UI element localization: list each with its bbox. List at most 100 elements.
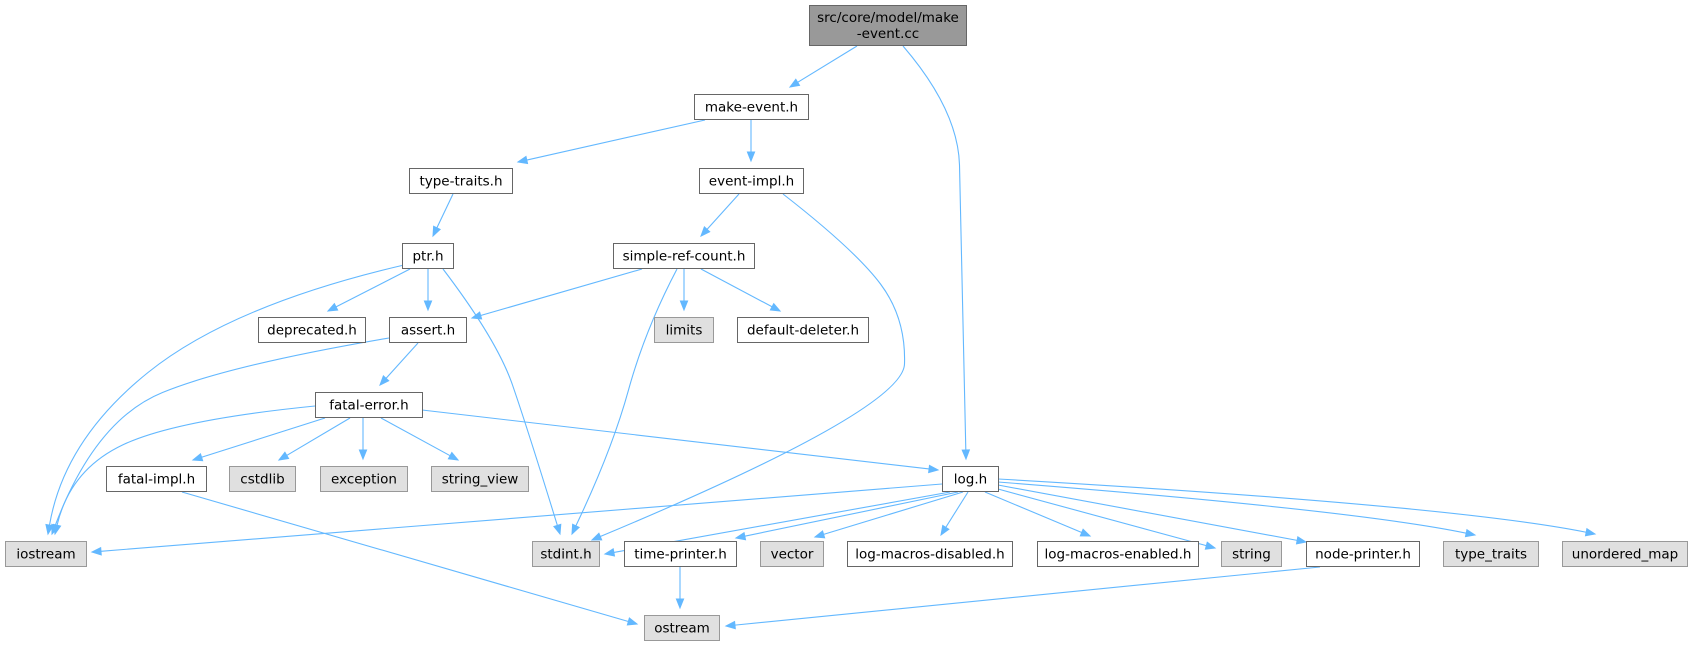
arrow-head (1295, 536, 1308, 545)
node-label: type-traits.h (419, 174, 502, 190)
arrow-head (1584, 527, 1597, 537)
arrow-head (432, 225, 442, 238)
arrow-head (679, 300, 689, 312)
edge-root-to-make_event_h (788, 45, 858, 88)
arrow-head (940, 524, 950, 537)
node-node-printer-h[interactable]: node-printer.h (1306, 541, 1420, 567)
edge-fatal_error_h-to-fatal_impl_h (191, 417, 326, 462)
edge-line (54, 337, 390, 526)
node-box (532, 541, 600, 567)
edge-line (997, 478, 1587, 533)
arrow-head (379, 375, 390, 386)
edge-fatal_error_h-to-cstdlib (277, 417, 351, 461)
edge-log_h-to-unordered_map (997, 478, 1597, 537)
node-limits: limits (654, 317, 714, 343)
node-time-printer-h[interactable]: time-printer.h (624, 541, 737, 567)
edge-line (48, 264, 405, 526)
arrow-head (734, 531, 747, 541)
edge-line (823, 491, 964, 535)
edge-assert_h-to-iostream (51, 337, 390, 536)
node-box (1562, 541, 1688, 567)
edge-simple_ref_count_h-to-limits (679, 269, 689, 312)
edge-simple_ref_count_h-to-assert_h (470, 268, 643, 320)
arrow-head (45, 523, 54, 536)
node-box (699, 168, 804, 194)
node-box (1221, 541, 1282, 567)
node-root: src/core/model/make-event.cc (809, 5, 967, 46)
edge-line (744, 491, 959, 537)
node-label: log.h (954, 472, 987, 488)
node-log-macros-enabled-h[interactable]: log-macros-enabled.h (1037, 541, 1199, 567)
node-assert-h[interactable]: assert.h (389, 317, 467, 343)
node-exception: exception (320, 466, 408, 492)
node-string-view: string_view (431, 466, 529, 492)
arrow-head (447, 451, 460, 461)
edge-log_h-to-time_printer_h (734, 491, 959, 541)
node-stdint-h: stdint.h (532, 541, 600, 567)
node-label: -event.cc (857, 26, 919, 42)
node-box (847, 541, 1013, 567)
node-box (654, 317, 714, 343)
node-box (431, 466, 529, 492)
edge-line (442, 268, 558, 526)
node-box (402, 243, 454, 269)
node-deprecated-h[interactable]: deprecated.h (258, 317, 366, 343)
arrow-head (590, 532, 603, 541)
node-label: ptr.h (412, 249, 443, 265)
node-fatal-error-h[interactable]: fatal-error.h (315, 392, 423, 418)
node-simple-ref-count-h[interactable]: simple-ref-count.h (613, 243, 755, 269)
node-box (1037, 541, 1199, 567)
node-log-h[interactable]: log.h (942, 466, 999, 492)
edge-make_event_h-to-type_traits_h (516, 119, 706, 165)
edge-line (945, 491, 969, 528)
edge-line (984, 491, 1082, 534)
edge-line (385, 342, 419, 379)
edge-line (734, 566, 1321, 626)
node-default-deleter-h[interactable]: default-deleter.h (737, 317, 869, 343)
edge-event_impl_h-to-simple_ref_count_h (700, 193, 740, 237)
edge-log_h-to-log_macros_disabled_h (940, 491, 969, 537)
node-label: log-macros-enabled.h (1045, 547, 1192, 563)
edge-line (335, 268, 411, 308)
node-type-traits-h[interactable]: type-traits.h (409, 168, 513, 194)
node-iostream: iostream (5, 541, 87, 567)
arrow-head (724, 620, 736, 630)
edge-line (997, 488, 1207, 547)
arrow-head (277, 451, 290, 461)
arrow-head (423, 300, 433, 312)
nodes-layer: src/core/model/make-event.cc make-event.h… (5, 5, 1688, 641)
edge-event_impl_h-to-stdint_h (590, 193, 906, 541)
edge-log_h-to-string (997, 488, 1217, 550)
arrow-head (1079, 528, 1092, 537)
arrow-head (358, 449, 368, 461)
arrow-head (626, 617, 639, 626)
node-label: src/core/model/make (817, 10, 959, 26)
node-label: type_traits (1455, 547, 1527, 563)
node-box (624, 541, 737, 567)
edge-line (201, 417, 326, 458)
node-label: string_view (442, 472, 519, 488)
node-box (644, 615, 720, 641)
node-label: iostream (16, 547, 75, 563)
node-make-event-h[interactable]: make-event.h (694, 94, 809, 120)
arrow-head (769, 302, 782, 312)
node-log-macros-disabled-h[interactable]: log-macros-disabled.h (847, 541, 1013, 567)
node-cstdlib: cstdlib (229, 466, 296, 492)
node-box (320, 466, 408, 492)
node-label: default-deleter.h (747, 323, 859, 339)
arrow-head (928, 464, 940, 474)
edge-log_h-to-node_printer_h (997, 484, 1308, 545)
node-event-impl-h[interactable]: event-impl.h (699, 168, 804, 194)
node-ptr-h[interactable]: ptr.h (402, 243, 454, 269)
edge-make_event_h-to-event_impl_h (746, 120, 756, 163)
edge-log_h-to-iostream (90, 483, 943, 556)
edge-line (286, 417, 351, 456)
arrow-head (52, 523, 62, 536)
arrow-head (813, 530, 826, 539)
node-box (760, 541, 824, 567)
node-fatal-impl-h[interactable]: fatal-impl.h (106, 466, 207, 492)
arrow-head (961, 449, 971, 461)
edge-log_h-to-log_macros_enabled_h (984, 491, 1092, 537)
arrow-head (603, 548, 616, 557)
arrow-head (675, 598, 685, 610)
